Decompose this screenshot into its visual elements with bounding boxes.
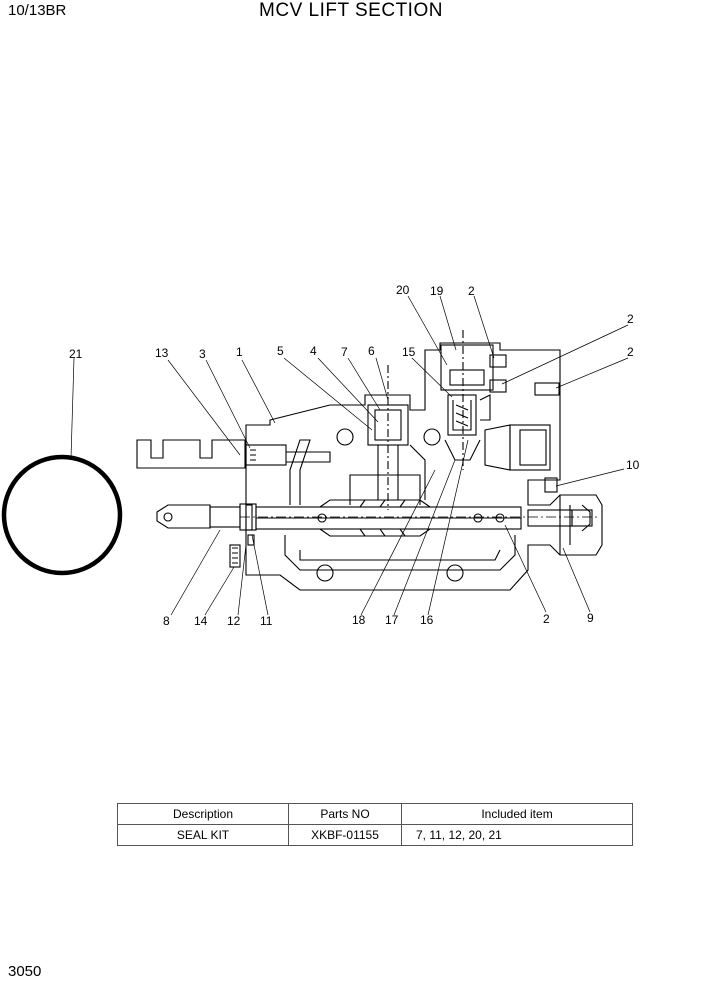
table-row: SEAL KIT XKBF-01155 7, 11, 12, 20, 21 — [117, 824, 633, 846]
callout-13: 13 — [155, 346, 169, 360]
table-header-row: Description Parts NO Included item — [117, 803, 633, 825]
callout-19: 19 — [430, 284, 444, 298]
callout-12: 12 — [227, 614, 241, 628]
callout-20: 20 — [396, 283, 410, 297]
callout-10: 10 — [626, 458, 640, 472]
callout-6: 6 — [368, 344, 375, 358]
callout-14: 14 — [194, 614, 208, 628]
callout-3: 3 — [199, 347, 206, 361]
cell-parts-no: XKBF-01155 — [288, 824, 402, 846]
callout-2-right-upper: 2 — [627, 312, 634, 326]
callout-8: 8 — [163, 614, 170, 628]
callout-15: 15 — [402, 345, 416, 359]
cell-included-item: 7, 11, 12, 20, 21 — [401, 824, 633, 846]
callout-2-right: 2 — [627, 345, 634, 359]
callout-4: 4 — [310, 344, 317, 358]
callout-11: 11 — [260, 614, 273, 628]
o-ring-part-21 — [1, 454, 123, 576]
callout-9: 9 — [587, 611, 594, 625]
page-title: MCV LIFT SECTION — [259, 0, 443, 21]
column-header-included-item: Included item — [401, 803, 633, 825]
seal-kit-table: Description Parts NO Included item SEAL … — [117, 803, 633, 846]
cell-description: SEAL KIT — [117, 824, 289, 846]
column-header-parts-no: Parts NO — [288, 803, 402, 825]
callout-18: 18 — [352, 613, 366, 627]
callout-17: 17 — [385, 613, 399, 627]
callout-7: 7 — [341, 345, 348, 359]
callout-5: 5 — [277, 344, 284, 358]
callout-1: 1 — [236, 345, 243, 359]
callout-21: 21 — [69, 347, 83, 361]
model-code: 10/13BR — [8, 2, 67, 19]
callout-2-bottom: 2 — [543, 612, 550, 626]
callout-16: 16 — [420, 613, 434, 627]
column-header-description: Description — [117, 803, 289, 825]
page-number: 3050 — [8, 963, 42, 980]
callout-2-top: 2 — [468, 284, 475, 298]
